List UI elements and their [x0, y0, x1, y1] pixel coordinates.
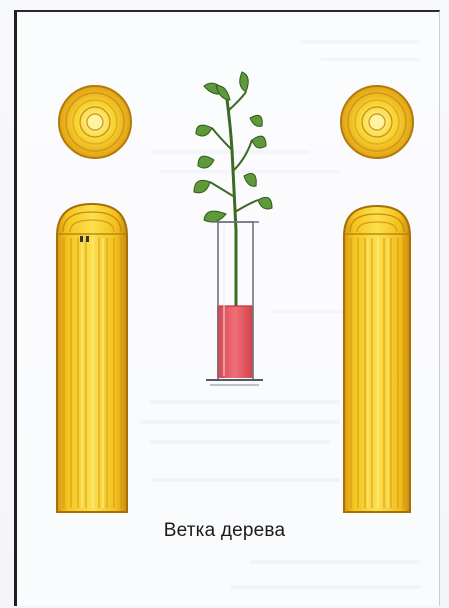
- stem-cross-section-icon: [59, 86, 131, 158]
- stem-longitudinal-section-icon: [57, 204, 127, 512]
- figure-caption: Ветка дерева: [0, 520, 449, 542]
- stem-longitudinal-section-icon: [344, 206, 410, 512]
- stem-cross-section-icon: [341, 86, 413, 158]
